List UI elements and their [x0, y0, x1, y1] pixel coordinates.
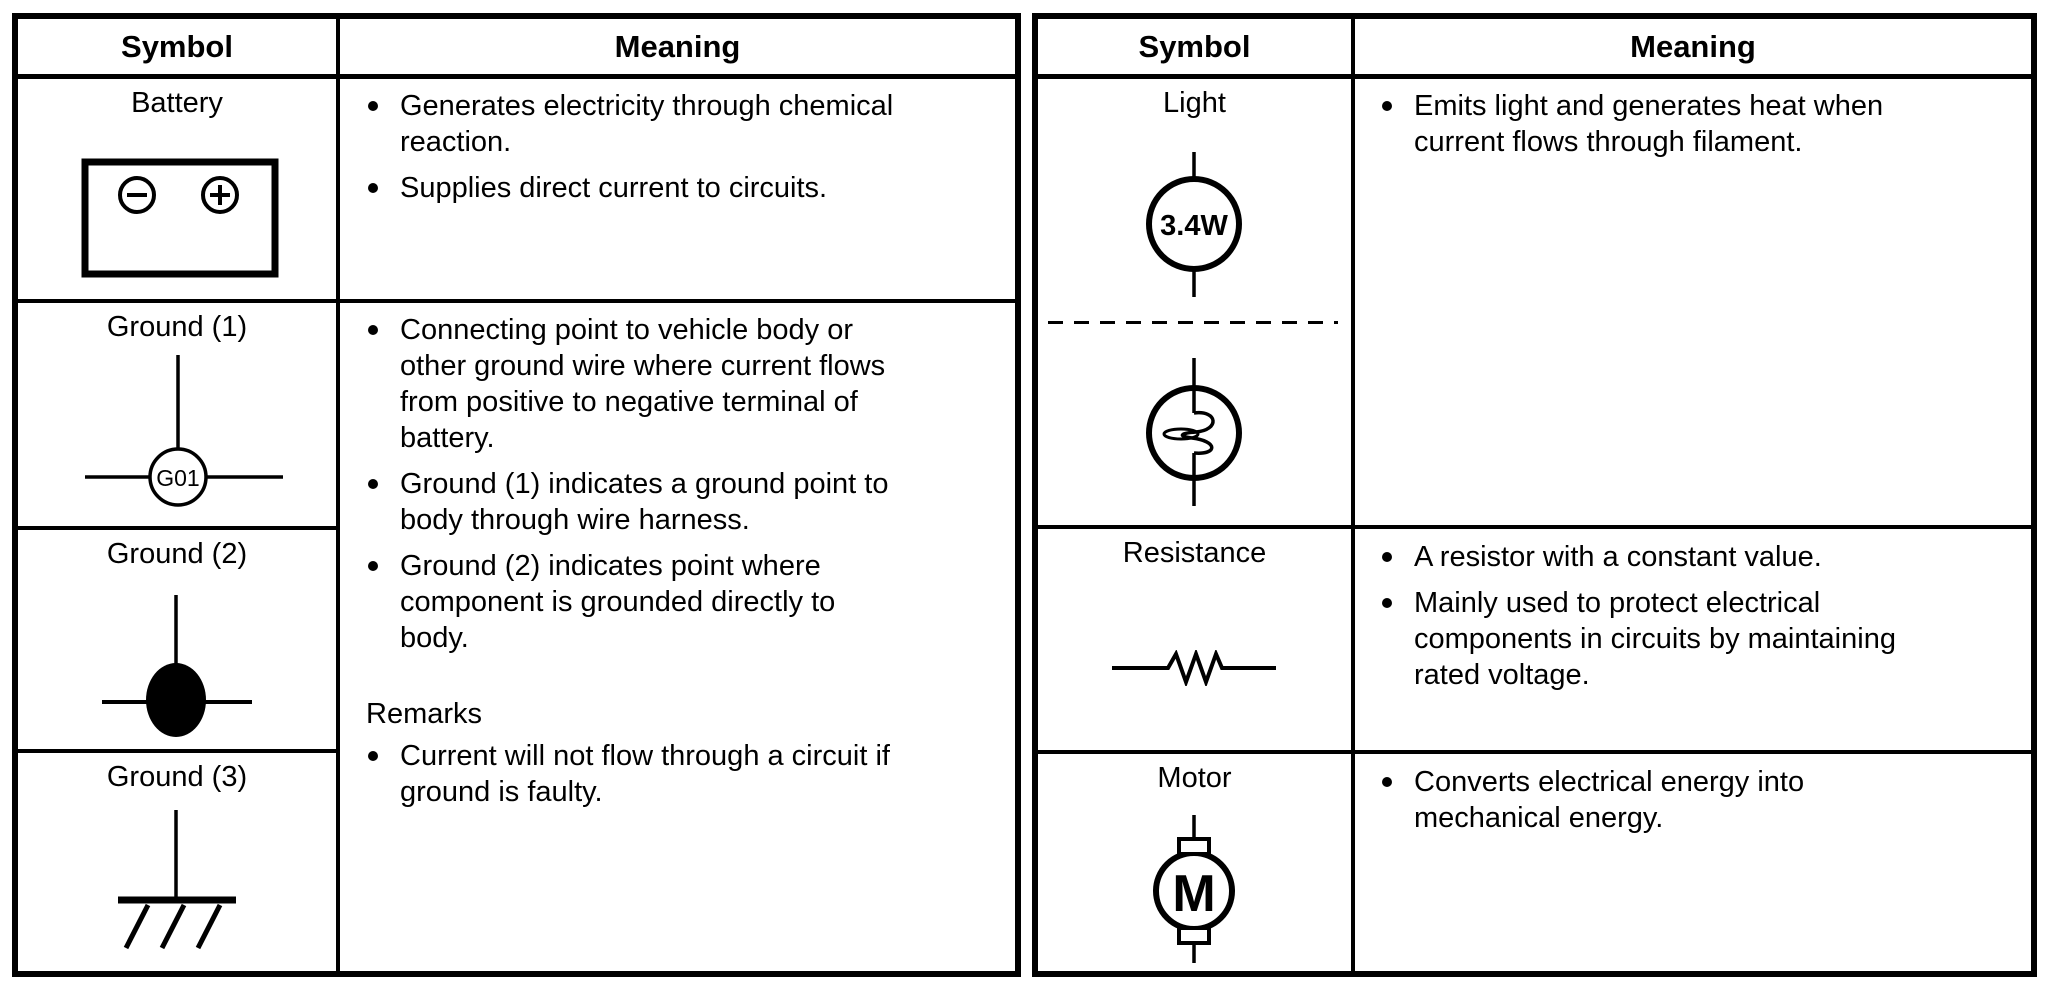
ground-earth-icon	[118, 810, 236, 950]
battery-meaning-cell: Generates electricity through chemical r…	[366, 88, 996, 216]
meaning-line: other ground wire where current flows	[400, 350, 886, 382]
battery-icon	[81, 158, 279, 278]
meaning-line: mechanical energy.	[1414, 802, 1664, 834]
motor-icon: M	[1153, 815, 1235, 963]
bullet-item: Generates electricity through chemical r…	[366, 88, 996, 160]
bullet-icon	[1382, 777, 1392, 787]
meaning-line: reaction.	[400, 126, 512, 158]
left-table	[12, 13, 1021, 977]
left-header-meaning-label: Meaning	[614, 28, 741, 64]
bullet-icon	[368, 101, 378, 111]
ground2-symbol-cell: Ground (2)	[18, 530, 336, 749]
meaning-line: current flows through filament.	[1414, 126, 1803, 158]
meaning-line: ground is faulty.	[400, 776, 603, 808]
ground3-label: Ground (3)	[106, 761, 248, 793]
meaning-line: from positive to negative terminal of	[400, 386, 858, 418]
meaning-line: Generates electricity through chemical	[400, 90, 894, 122]
meaning-line: Ground (1) indicates a ground point to	[400, 468, 889, 500]
left-header-symbol-label: Symbol	[121, 28, 233, 64]
left-table-row-divider-ground2-ground3	[18, 749, 336, 753]
battery-label: Battery	[131, 87, 223, 119]
meaning-line: Converts electrical energy into	[1414, 766, 1805, 798]
resistance-symbol-cell: Resistance	[1038, 529, 1351, 750]
bullet-item: Emits light and generates heat when curr…	[1380, 88, 2020, 160]
resistance-meaning-cell: A resistor with a constant value. Mainly…	[1380, 539, 2020, 703]
bullet-item: Mainly used to protect electrical compon…	[1380, 585, 2020, 693]
motor-letter: M	[1172, 865, 1215, 923]
motor-meaning-cell: Converts electrical energy into mechanic…	[1380, 764, 2020, 846]
resistor-icon	[1112, 650, 1276, 686]
ground1-label: Ground (1)	[106, 311, 248, 343]
right-table-row-divider-resistance-motor	[1038, 750, 2031, 754]
meaning-line: Current will not flow through a circuit …	[400, 740, 890, 772]
right-table-column-divider	[1351, 19, 1355, 971]
bullet-icon	[368, 325, 378, 335]
right-header-symbol-label: Symbol	[1138, 28, 1251, 64]
right-table-header-divider	[1038, 74, 2031, 79]
meaning-line: battery.	[400, 422, 495, 454]
left-table-column-divider	[336, 19, 340, 971]
light-bulb-icon: 3.4W	[1146, 152, 1242, 297]
ground1-symbol-cell: Ground (1)	[18, 303, 336, 526]
meaning-line: body.	[400, 622, 469, 654]
bullet-icon	[1382, 598, 1392, 608]
resistance-label: Resistance	[1122, 537, 1267, 569]
meaning-line: components in circuits by maintaining	[1414, 623, 1896, 655]
bullet-icon	[368, 479, 378, 489]
right-header-symbol: Symbol	[1038, 19, 1351, 74]
left-table-row-divider-battery-ground	[18, 299, 1015, 303]
bullet-item: Current will not flow through a circuit …	[366, 738, 996, 810]
ground3-symbol-cell: Ground (3)	[18, 753, 336, 971]
bullet-icon	[1382, 552, 1392, 562]
bullet-item: A resistor with a constant value.	[1380, 539, 2020, 575]
bullet-item: Ground (2) indicates point where compone…	[366, 548, 996, 656]
right-header-meaning: Meaning	[1355, 19, 2031, 74]
left-table-header-divider	[18, 74, 1015, 79]
meaning-line: component is grounded directly to	[400, 586, 836, 618]
motor-symbol-cell: Motor	[1038, 754, 1351, 971]
meaning-line: Mainly used to protect electrical	[1414, 587, 1821, 619]
bullet-item: Supplies direct current to circuits.	[366, 170, 996, 206]
left-table-row-divider-ground1-ground2	[18, 526, 336, 530]
light-cell-dashed-divider	[1048, 321, 1338, 324]
light-meaning-cell: Emits light and generates heat when curr…	[1380, 88, 2020, 170]
meaning-line: body through wire harness.	[400, 504, 750, 536]
ground-meaning-cell: Connecting point to vehicle body or othe…	[366, 312, 996, 820]
light-wattage: 3.4W	[1160, 210, 1228, 242]
meaning-line: Supplies direct current to circuits.	[400, 172, 828, 204]
meaning-line: A resistor with a constant value.	[1414, 541, 1822, 573]
bullet-item: Connecting point to vehicle body or othe…	[366, 312, 996, 456]
bullet-icon	[368, 183, 378, 193]
light-symbol-cell: Light	[1038, 79, 1351, 525]
right-header-meaning-label: Meaning	[1630, 28, 1756, 64]
ground-direct-body-icon	[102, 595, 252, 737]
meaning-line: Emits light and generates heat when	[1414, 90, 1884, 122]
motor-label: Motor	[1157, 762, 1232, 794]
light-label: Light	[1163, 87, 1226, 119]
remarks-title: Remarks	[366, 698, 483, 730]
bullet-item: Converts electrical energy into mechanic…	[1380, 764, 2020, 836]
meaning-line: Ground (2) indicates point where	[400, 550, 821, 582]
light-bulb-filament-icon	[1146, 358, 1242, 506]
ground1-code: G01	[156, 465, 199, 491]
battery-symbol-cell: Battery	[18, 79, 336, 299]
bullet-icon	[368, 561, 378, 571]
left-header-symbol: Symbol	[18, 19, 336, 74]
bullet-icon	[368, 751, 378, 761]
ground2-label: Ground (2)	[106, 538, 248, 570]
right-table	[1032, 13, 2037, 977]
left-header-meaning: Meaning	[340, 19, 1015, 74]
bullet-icon	[1382, 101, 1392, 111]
right-table-row-divider-light-resistance	[1038, 525, 2031, 529]
bullet-item: Ground (1) indicates a ground point to b…	[366, 466, 996, 538]
meaning-line: Connecting point to vehicle body or	[400, 314, 854, 346]
ground-wire-harness-icon: G01	[85, 355, 283, 507]
meaning-line: rated voltage.	[1414, 659, 1590, 691]
